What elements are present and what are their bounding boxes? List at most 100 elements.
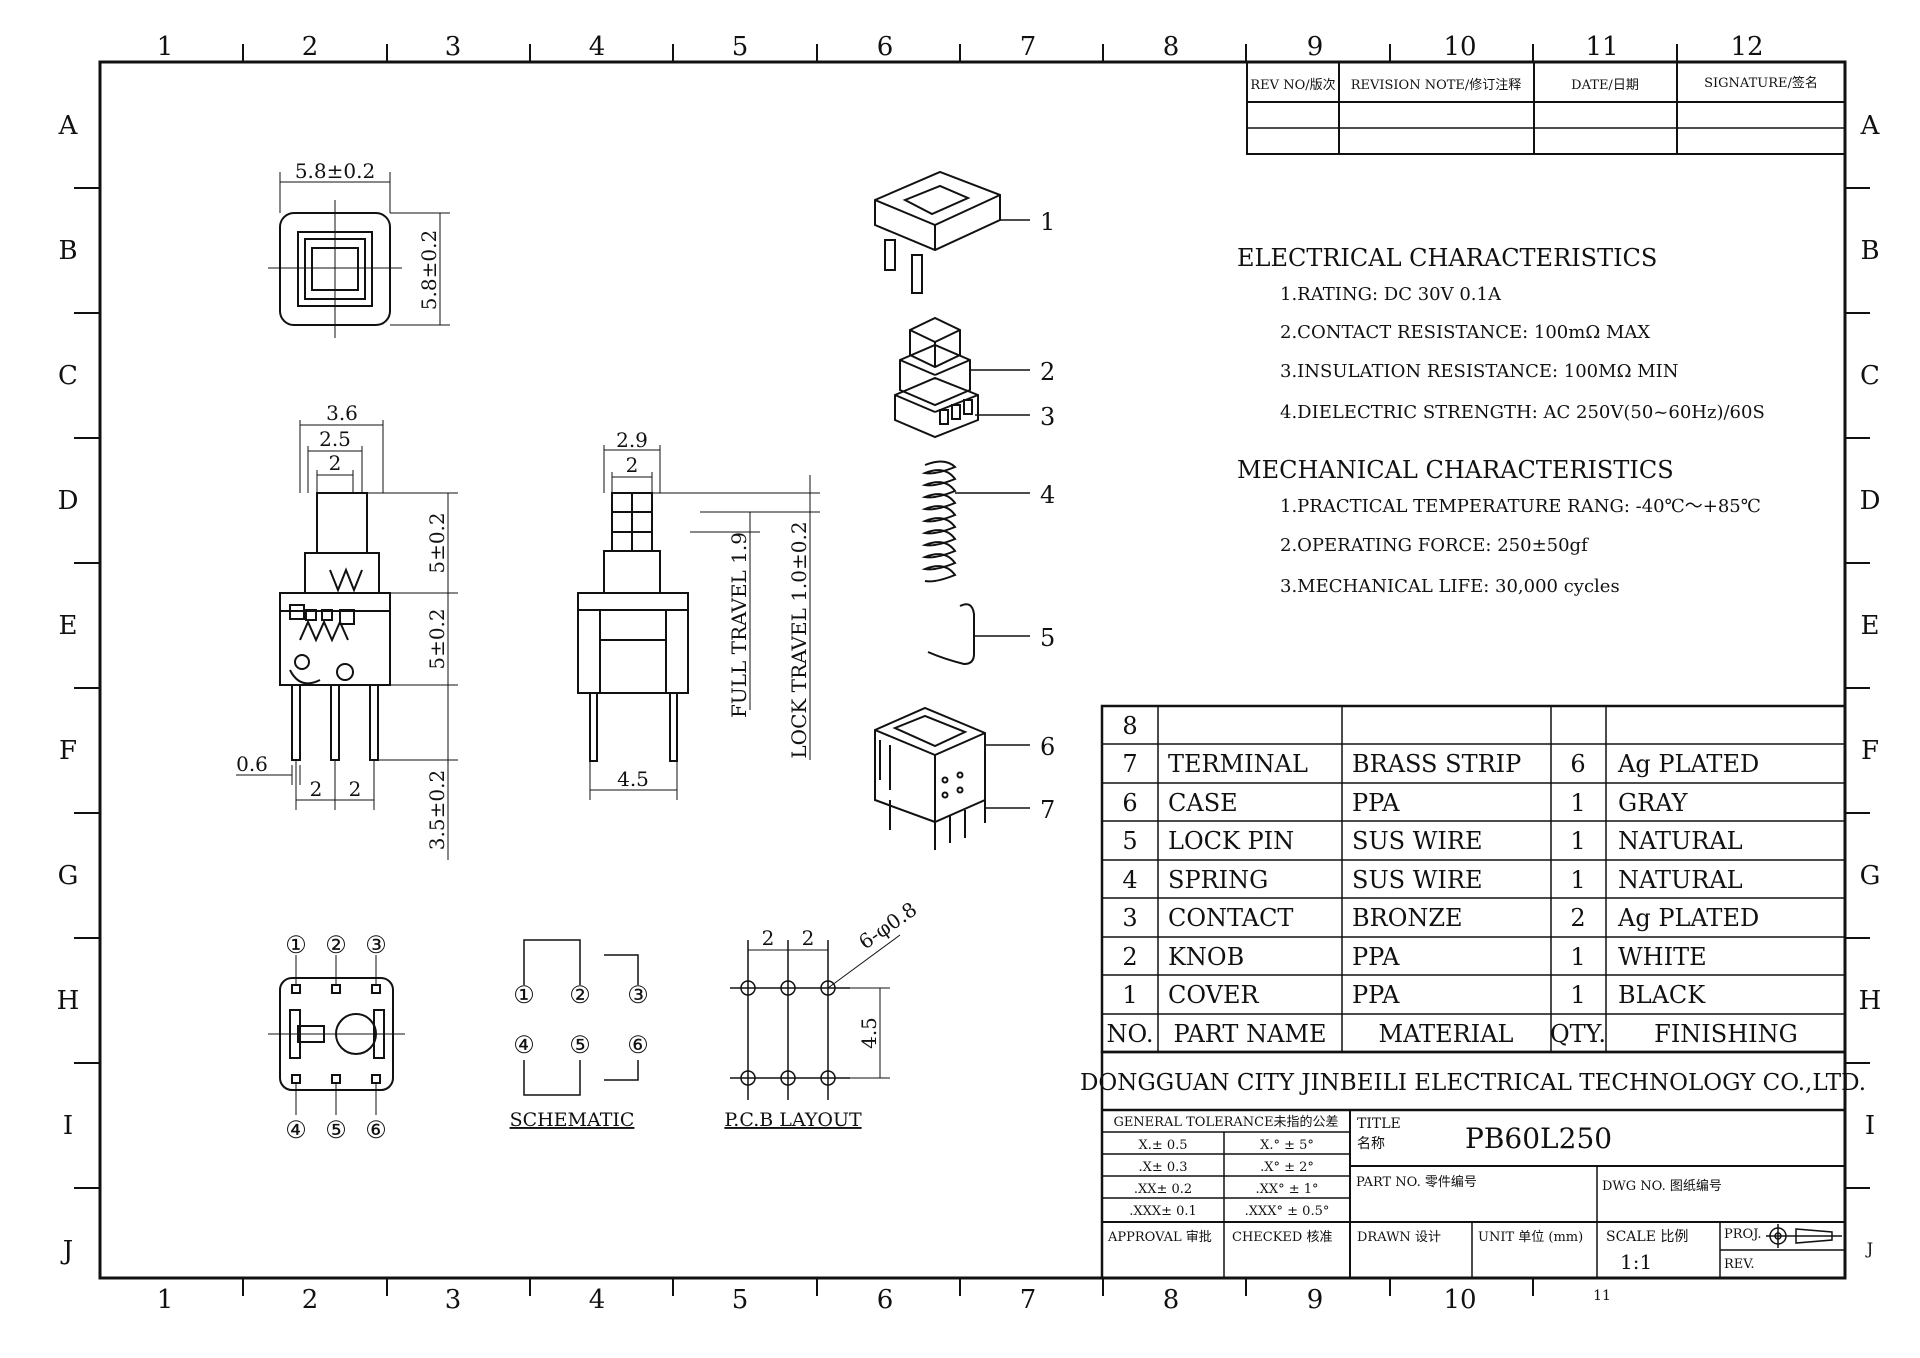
col-label: 8 [1163, 32, 1180, 62]
bom-part-name: CASE [1168, 789, 1238, 817]
drawn-label: DRAWN 设计 [1357, 1230, 1441, 1245]
column-labels-bottom: 1 2 3 4 5 6 7 8 9 10 11 [157, 1285, 1611, 1315]
bom-material: SUS WIRE [1352, 827, 1482, 855]
col-label: 1 [157, 32, 174, 62]
pcb-layout [730, 934, 901, 1100]
electrical-item: 1.RATING: DC 30V 0.1A [1280, 284, 1502, 305]
rev-header-rev-no: REV NO/版次 [1250, 77, 1335, 93]
callout-1: 1 [1040, 208, 1055, 236]
bom-no: 5 [1122, 827, 1137, 855]
dim-3-6: 3.6 [326, 401, 358, 425]
bom-qty: 6 [1570, 750, 1585, 778]
bom-finish: WHITE [1618, 943, 1707, 971]
tolerance-angular: X.° ± 5° [1260, 1138, 1314, 1153]
row-label: C [58, 361, 78, 391]
row-label: B [58, 236, 77, 266]
bom-header-qty: QTY. [1550, 1020, 1606, 1048]
bom-qty: 2 [1570, 904, 1585, 932]
title-value: PB60L250 [1465, 1122, 1612, 1155]
side-view [577, 445, 820, 800]
col-label: 4 [589, 1285, 606, 1315]
bom-finish: Ag PLATED [1617, 904, 1759, 932]
dim-2: 2 [329, 451, 342, 475]
dim-3-5: 3.5±0.2 [425, 770, 449, 850]
title-block: DONGGUAN CITY JINBEILI ELECTRICAL TECHNO… [1080, 1050, 1866, 1280]
col-label: 9 [1307, 1285, 1324, 1315]
row-label: G [1860, 861, 1881, 891]
rev-header-note: REVISION NOTE/修订注释 [1351, 78, 1522, 93]
mechanical-item: 2.OPERATING FORCE: 250±50gf [1280, 535, 1589, 556]
dim-2-side: 2 [626, 453, 639, 477]
bom-qty: 1 [1570, 943, 1585, 971]
bom-material: BRASS STRIP [1352, 750, 1521, 778]
dim-5-upper: 5±0.2 [425, 512, 449, 573]
electrical-item: 4.DIELECTRIC STRENGTH: AC 250V(50~60Hz)/… [1280, 402, 1765, 423]
exploded-view [874, 170, 1030, 850]
row-label: B [1860, 236, 1879, 266]
bom-part-name: SPRING [1168, 866, 1268, 894]
col-label: 2 [302, 32, 319, 62]
col-label: 12 [1730, 32, 1763, 62]
col-label: 4 [589, 32, 606, 62]
rev-header-date: DATE/日期 [1571, 78, 1639, 93]
dim-2-5: 2.5 [319, 427, 351, 451]
tolerance-linear: .XXX± 0.1 [1129, 1204, 1197, 1219]
tolerance-title: GENERAL TOLERANCE未指的公差 [1113, 1114, 1338, 1130]
bottom-pin-label: ② [325, 931, 347, 959]
mechanical-item: 3.MECHANICAL LIFE: 30,000 cycles [1280, 576, 1620, 597]
col-label: 6 [877, 1285, 894, 1315]
bom-qty: 1 [1570, 981, 1585, 1009]
bom-header-no: NO. [1107, 1020, 1154, 1048]
bom-finish: NATURAL [1618, 827, 1743, 855]
tolerance-linear: .XX± 0.2 [1134, 1182, 1192, 1197]
callout-4: 4 [1040, 481, 1055, 509]
full-travel-label: FULL TRAVEL 1.9 [727, 532, 751, 718]
schematic-pin: ③ [627, 981, 649, 1009]
row-label: A [1860, 111, 1881, 141]
bom-qty: 1 [1570, 866, 1585, 894]
part-case [874, 706, 1030, 850]
dim-5-lower: 5±0.2 [425, 608, 449, 669]
proj-label: PROJ. [1724, 1227, 1762, 1242]
bom-material: PPA [1352, 789, 1400, 817]
bom-material: PPA [1352, 943, 1400, 971]
bom-no: 4 [1122, 866, 1137, 894]
bottom-pin-label: ③ [365, 931, 387, 959]
col-label: 3 [445, 1285, 462, 1315]
bom-no: 3 [1122, 904, 1137, 932]
row-label: D [1860, 486, 1881, 516]
row-label: E [1861, 611, 1880, 641]
callout-5: 5 [1040, 624, 1055, 652]
bom-no: 8 [1122, 712, 1137, 740]
dim-top-height: 5.8±0.2 [417, 230, 441, 310]
bottom-pin-label: ④ [285, 1116, 307, 1144]
scale-value: 1:1 [1620, 1250, 1652, 1274]
column-ticks [242, 44, 1678, 1296]
column-labels-top: 1 2 3 4 5 6 7 8 9 10 11 12 [157, 32, 1764, 62]
row-labels: A B C D E F G H I J A B C D E F G H I J [57, 111, 1882, 1266]
row-label: C [1860, 361, 1880, 391]
bom-material: PPA [1352, 981, 1400, 1009]
company-name: DONGGUAN CITY JINBEILI ELECTRICAL TECHNO… [1080, 1070, 1866, 1096]
col-label: 9 [1307, 32, 1324, 62]
bom-finish: NATURAL [1618, 866, 1743, 894]
drawing-border [98, 60, 1847, 1280]
schematic-pin: ① [513, 981, 535, 1009]
bom-table: 8 7 TERMINAL BRASS STRIP 6 Ag PLATED 6 C… [1100, 704, 1847, 1054]
mechanical-heading: MECHANICAL CHARACTERISTICS [1237, 456, 1674, 484]
electrical-item: 2.CONTACT RESISTANCE: 100mΩ MAX [1280, 322, 1650, 343]
bom-part-name: KNOB [1168, 943, 1244, 971]
col-label: 3 [445, 32, 462, 62]
row-label: A [58, 111, 79, 141]
col-label: 7 [1020, 32, 1037, 62]
projection-symbol-icon [1766, 1224, 1842, 1248]
col-label: 10 [1443, 1285, 1476, 1315]
bom-qty: 1 [1570, 827, 1585, 855]
row-label: D [58, 486, 79, 516]
tolerance-angular: .X° ± 2° [1260, 1160, 1314, 1175]
bom-no: 2 [1122, 943, 1137, 971]
row-label: F [1861, 736, 1879, 766]
col-label: 5 [732, 32, 749, 62]
col-label: 10 [1443, 32, 1476, 62]
